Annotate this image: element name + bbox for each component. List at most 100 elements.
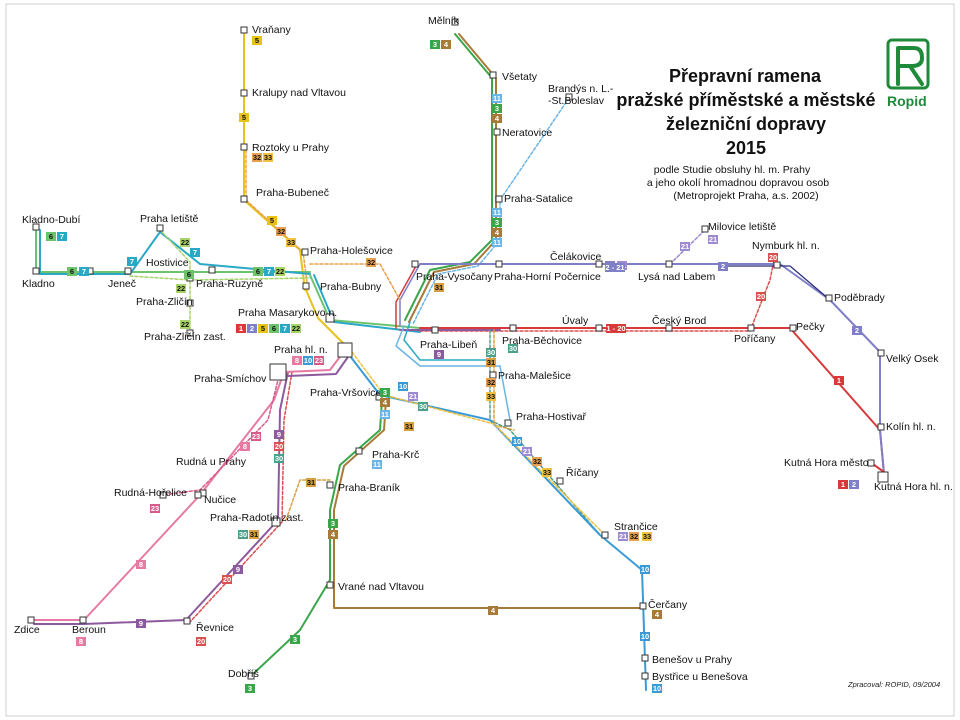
line-badge (286, 238, 296, 247)
line-badge-label: 31 (250, 530, 258, 539)
line-badge (238, 530, 248, 539)
line-badge (486, 348, 496, 357)
line-badge (233, 565, 243, 574)
station-uvaly: Úvaly (562, 314, 589, 327)
title-block: Přepravní ramena pražské příměstské a mě… (616, 66, 875, 202)
station-bechovice: Praha-Běchovice (502, 335, 582, 347)
line-badge-label: 21 (681, 242, 689, 251)
line-badge-label: 9 (277, 430, 281, 439)
line-badge (366, 258, 376, 267)
line-badge (441, 40, 451, 49)
station-nucice: Nučice (204, 494, 236, 506)
line-badge (303, 356, 313, 365)
line-badge (306, 478, 316, 487)
line-badge (239, 113, 249, 122)
line-badge (418, 402, 428, 411)
line-badge (852, 326, 862, 335)
station-bubny: Praha-Bubny (320, 281, 382, 293)
station-vranany: Vraňany (252, 24, 291, 36)
line-badge (150, 504, 160, 513)
line-badge-label: 7 (60, 232, 64, 241)
station-pecky: Pečky (796, 321, 825, 333)
logo-r-icon (896, 46, 925, 86)
line-badge (292, 356, 302, 365)
credit: Zpracoval: ROPID, 09/2004 (847, 680, 940, 689)
line-badge-label: 2 (855, 326, 859, 335)
line-badge-label: 1 - 20 (606, 324, 625, 333)
line-badge (258, 324, 268, 333)
line-badge-label: 33 (643, 532, 651, 541)
line-badge-label: 23 (315, 356, 323, 365)
line-badge (629, 532, 639, 541)
line-badge (605, 263, 625, 272)
line-badge-label: 20 (223, 575, 231, 584)
line-badge (618, 532, 628, 541)
line-badge (849, 480, 859, 489)
line-badge-label: 7 (283, 324, 287, 333)
logo-text: Ropid (887, 93, 927, 109)
station-melnik: Mělník (428, 15, 460, 27)
line-badge (245, 684, 255, 693)
line-badge-label: 3 (433, 40, 437, 49)
station-hl-n: Praha hl. n. (274, 344, 328, 356)
line-badge-label: 3 (293, 635, 297, 644)
line-badge (640, 632, 650, 641)
core-loop-4 (403, 321, 491, 361)
station-malesice: Praha-Malešice (498, 370, 571, 382)
line-badge-label: 8 (79, 637, 83, 646)
line-badge-label: 6 (256, 267, 260, 276)
station-zlicin: Praha-Zličín (136, 296, 193, 308)
line-badge (398, 382, 408, 391)
line-badge (380, 398, 390, 407)
core-loop-2 (287, 353, 351, 377)
line-11 (412, 97, 570, 325)
line-badge (274, 442, 284, 451)
line-badge (834, 376, 844, 385)
line-badge-label: 22 (181, 320, 189, 329)
line-badge (222, 575, 232, 584)
line-badge (492, 104, 502, 113)
core-loop-3 (305, 289, 346, 346)
station-kladno-dubi: Kladno-Dubí (22, 214, 80, 226)
line-badge (269, 324, 279, 333)
line-badge-label: 2 (721, 262, 725, 271)
line-badge (680, 242, 690, 251)
line-badge (486, 358, 496, 367)
line-badge (176, 284, 186, 293)
line-badge (542, 468, 552, 477)
station-vrsovice: Praha-Vršovice (310, 387, 382, 399)
line-badge (252, 153, 262, 162)
line-badge-label: 4 (491, 606, 496, 615)
ropid-logo: Ropid (886, 38, 930, 109)
line-badge-label: 8 (295, 356, 299, 365)
line-badge-label: 3 (248, 684, 252, 693)
station-hostivice: Hostivice (146, 257, 189, 269)
line-badge-label: 11 (373, 460, 381, 469)
station-bubenec: Praha-Bubeneč (256, 187, 329, 199)
line-badge-label: 31 (405, 422, 413, 431)
line-badge-label: 11 (493, 238, 501, 247)
subtitle-line2: a jeho okolí hromadnou dopravou osob (647, 177, 829, 189)
line-badge-label: 10 (513, 437, 521, 446)
line-badge-label: 2 - 21 (605, 263, 624, 272)
station-benesov: Benešov u Prahy (652, 654, 733, 666)
line-badge-label: 5 (255, 36, 259, 45)
line-9 (33, 371, 289, 625)
line-badge (768, 253, 778, 262)
line-badge (314, 356, 324, 365)
station-lysa: Lysá nad Labem (638, 271, 716, 283)
line-badge-label: 4 (495, 228, 500, 237)
line-badge (492, 94, 502, 103)
line-badge (180, 238, 190, 247)
line-badge (46, 232, 56, 241)
station-podebrady: Poděbrady (834, 292, 886, 304)
line-badge (184, 270, 194, 279)
station-brandys-1: Brandýs n. L.- (548, 83, 614, 95)
station-zdice: Zdice (14, 624, 40, 636)
station-nymburk: Nymburk hl. n. (752, 240, 820, 252)
line-badge-label: 10 (653, 684, 661, 693)
line-badge-label: 31 (435, 283, 443, 292)
station-ruzyne: Praha-Ruzyně (196, 278, 263, 290)
line-badge-label: 1 (239, 324, 243, 333)
line-badge-label: 1 (841, 480, 845, 489)
